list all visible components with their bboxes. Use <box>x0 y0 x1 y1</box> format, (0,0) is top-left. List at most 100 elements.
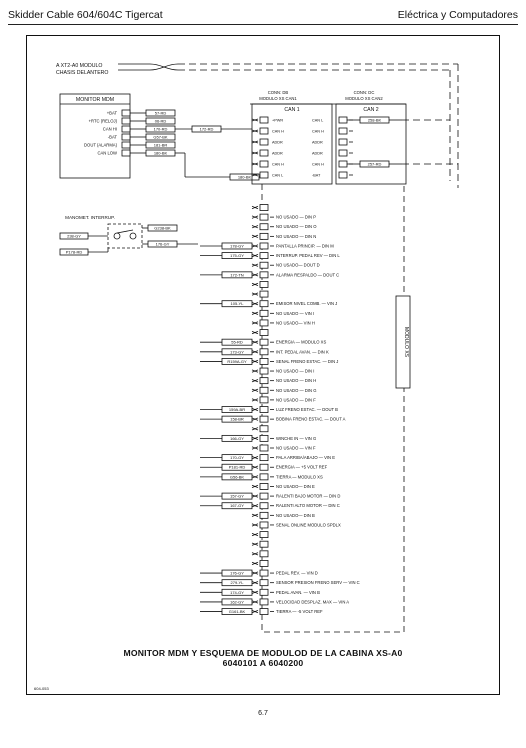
pin-mark <box>251 225 259 229</box>
pin-terminal <box>259 463 269 471</box>
pin-terminal <box>259 329 269 336</box>
wire-tag-label: G161-BK <box>229 609 246 614</box>
wire-tag-label: G238-BK <box>154 226 171 231</box>
can2-pin-terminal <box>338 138 348 146</box>
monitor-pin-label: DOUT (ALARMA) <box>84 143 118 148</box>
wire-tag <box>145 109 176 117</box>
page-number: 6.7 <box>258 710 268 717</box>
wire-tag-label: 159A-BR <box>229 407 245 412</box>
row-label: NO USADO— DIN B <box>276 513 315 518</box>
monitor-pin-label: +RTC (RELOJ) <box>89 119 118 124</box>
pin-terminal <box>259 271 269 279</box>
pin-terminal <box>259 454 269 462</box>
monitor-pin-terminal <box>121 149 131 157</box>
wire-tag-label: 238-GY <box>67 234 81 239</box>
wire-tag-label: P178-RD <box>66 250 83 255</box>
row-label: NO USADO — DIN P <box>276 215 316 220</box>
sensor-title: MANOMET. INTERRUP. <box>65 215 115 220</box>
connector-db-label: CONN: DB <box>268 90 289 95</box>
header-left: Skidder Cable 604/604C Tigercat <box>8 9 163 21</box>
pin-terminal <box>259 338 269 346</box>
pin-mark <box>251 581 259 585</box>
wire-tag-label: 178-GY <box>230 243 244 248</box>
row-label: NO USADO— DIN E <box>276 484 315 489</box>
row-label: LUZ FRENO ESTAC. — DOUT B <box>276 407 338 412</box>
pin-mark <box>251 234 259 238</box>
wire-tag-label: 180-BK <box>154 151 168 156</box>
pin-mark <box>251 533 259 537</box>
pin-mark <box>251 340 259 344</box>
figure-number: 604-053 <box>34 686 49 691</box>
pin-terminal <box>259 521 269 529</box>
wire-tag <box>59 232 89 240</box>
pin-mark <box>251 173 259 177</box>
monitor-pin-terminal <box>121 133 131 141</box>
pin-terminal <box>259 232 269 240</box>
wire-tag-label: 175-GY <box>230 253 244 258</box>
header-rule <box>8 24 518 25</box>
row-label: ALARMA RESPALDO — DOUT C <box>276 272 339 277</box>
monitor-pin-label: -BAT <box>108 135 118 140</box>
pin-mark <box>251 118 259 122</box>
can1-pin-label: CAN L <box>272 174 283 178</box>
pin-mark <box>251 369 259 373</box>
pin-terminal <box>259 223 269 231</box>
row-label: NO USADO — DIN F <box>276 397 316 402</box>
row-label: NO USADO— VIN H <box>276 320 315 325</box>
pin-mark <box>251 571 259 575</box>
row-label: PEDAL AVAN. — VIN B <box>276 590 320 595</box>
can2-pin-terminal <box>338 149 348 157</box>
row-label: TIERRA — -5 VOLT REF <box>276 609 323 614</box>
wire-tag-label: R159A-GY <box>227 359 247 364</box>
pin-mark <box>251 590 259 594</box>
wire-tag-label: G57-BK <box>153 135 168 140</box>
caption-range: 6040101 A 6040200 <box>222 658 304 668</box>
wire-tag <box>59 248 89 256</box>
wire-tag <box>145 141 176 149</box>
pin-mark <box>251 456 259 460</box>
row-label: VELOCIDAD DESPLAZ. MAX — VIN A <box>276 599 349 604</box>
pin-mark <box>251 129 259 133</box>
can1-connector-box <box>251 103 333 185</box>
pin-terminal <box>259 473 269 481</box>
row-label: EMISOR NIVEL COMB. — VIN J <box>276 301 337 306</box>
pin-terminal <box>259 502 269 510</box>
wire-tag-label: 258-BK <box>368 118 382 123</box>
twisted-pair <box>149 63 179 71</box>
pin-mark <box>251 523 259 527</box>
pin-terminal <box>259 171 269 179</box>
pin-mark <box>251 311 259 315</box>
pin-mark <box>251 350 259 354</box>
pin-mark <box>251 254 259 258</box>
wire-tag-label: 181-BR <box>154 143 168 148</box>
pin-terminal <box>259 348 269 356</box>
pin-terminal <box>259 588 269 596</box>
pin-mark <box>251 292 259 296</box>
diagram-frame <box>26 35 500 695</box>
pin-terminal <box>259 434 269 442</box>
pin-mark <box>251 321 259 325</box>
sensor-contact <box>129 232 137 240</box>
sensor-contact <box>113 232 121 240</box>
pin-terminal <box>259 204 269 211</box>
pin-mark <box>251 513 259 517</box>
row-label: INTERRUP. PEDAL REV — DIN L <box>276 253 340 258</box>
pin-terminal <box>259 425 269 433</box>
wire-tag-label: 162-GY <box>230 599 244 604</box>
row-label: ENERGIA — +5 VOLT REF <box>276 465 328 470</box>
pin-terminal <box>259 358 269 365</box>
pin-mark <box>251 494 259 498</box>
pin-mark <box>251 609 259 614</box>
row-label: PEDAL REV. — VIN D <box>276 571 318 576</box>
connector-dc-label: CONN: DC <box>354 90 375 95</box>
monitor-title: MONITOR MDM <box>76 97 114 103</box>
pin-mark <box>251 151 259 155</box>
pin-mark <box>251 215 259 219</box>
pin-terminal <box>259 309 269 317</box>
pin-terminal <box>259 396 269 404</box>
wire-tag-label: 279-YL <box>231 580 245 585</box>
can2-connector-box <box>335 103 407 185</box>
row-label: NO USADO — DIN I <box>276 369 314 374</box>
pin-terminal <box>259 444 269 452</box>
monitor-pin-terminal <box>121 117 131 125</box>
